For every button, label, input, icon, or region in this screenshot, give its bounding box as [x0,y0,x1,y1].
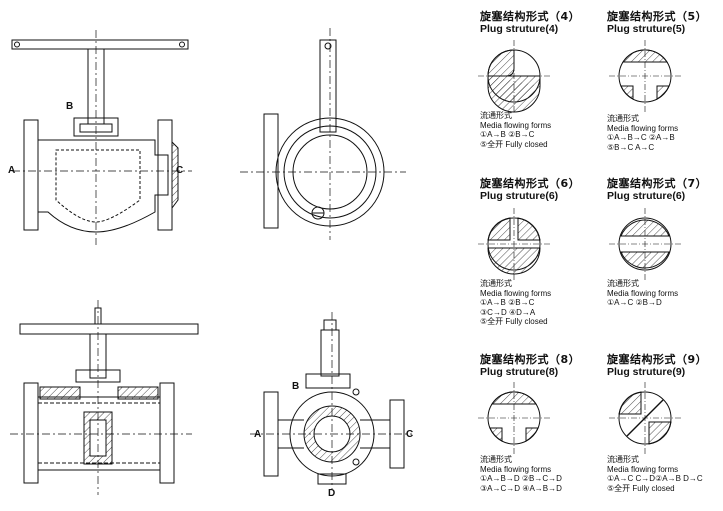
plug-panel-6-title: 旋塞结构形式（6） Plug struture(6) [480,177,600,203]
flow-title-en: Media flowing forms [480,464,552,474]
flow-title-en: Media flowing forms [607,123,679,133]
plug-panel-9-flow: 流通形式 Media flowing forms ①A→C C→D②A→B D→… [607,455,703,493]
flow-title-en: Media flowing forms [480,120,552,130]
flow-title-cn: 流通形式 [480,279,512,288]
flow-title-cn: 流通形式 [607,279,639,288]
plug-title-cn: 旋塞结构形式（4） [480,10,581,23]
plug-title-cn: 旋塞结构形式（8） [480,353,581,366]
plug-section-9 [609,382,681,454]
port-label-c-bottom: C [406,429,414,440]
section-view-bottom-middle [250,312,412,490]
plug-panel-8-flow: 流通形式 Media flowing forms ①A→B→D ②B→C→D ③… [480,455,562,493]
plug-panel-6-flow: 流通形式 Media flowing forms ①A→B ②B→C ③C→D … [480,279,551,327]
flow-line: ①A→B→D ②B→C→D [480,474,562,483]
plug-title-cn: 旋塞结构形式（7） [607,177,708,190]
plug-panel-5-title: 旋塞结构形式（5） Plug struture(5) [607,10,723,36]
flow-line: ⑤B→C A→C [607,142,655,152]
plug-section-8 [478,382,550,454]
flow-line: ⑤全开 Fully closed [480,317,548,326]
flow-line: ③A→C→D ④A→B→D [480,483,562,493]
side-view-top-middle [240,28,406,240]
plug-section-6 [478,208,550,280]
flow-line: ①A→C ②B→D [607,298,662,307]
flow-line: ⑤全开 Fully closed [607,483,675,493]
flow-title-cn: 流通形式 [480,455,512,464]
plug-panel-9-title: 旋塞结构形式（9） Plug struture(9) [607,353,723,379]
plug-title-en: Plug struture(5) [607,23,686,35]
plug-title-cn: 旋塞结构形式（9） [607,353,708,366]
plug-title-en: Plug struture(6) [480,190,559,202]
port-label-b-bottom: B [292,381,300,392]
flow-title-en: Media flowing forms [607,288,679,298]
flow-line: ①A→B ②B→C [480,130,535,139]
flow-title-en: Media flowing forms [607,464,679,474]
flow-line: ①A→B→C ②A→B [607,133,675,142]
plug-panel-4-flow: 流通形式 Media flowing forms ①A→B ②B→C ⑤全开 F… [480,111,551,149]
plug-panel-5-flow: 流通形式 Media flowing forms ①A→B→C ②A→B ⑤B→… [607,114,678,152]
port-label-c-top: C [176,165,184,176]
front-view-top-left [11,30,192,245]
plug-title-en: Plug struture(4) [480,23,559,35]
port-label-b-top: B [66,101,74,112]
plug-title-en: Plug struture(6) [607,190,686,202]
plug-panel-7-flow: 流通形式 Media flowing forms ①A→C ②B→D [607,279,678,308]
flow-line: ③C→D ④D→A [480,307,536,317]
plug-title-en: Plug struture(8) [480,366,559,378]
plug-section-4 [478,40,550,113]
plug-section-5 [609,40,681,112]
flow-line: ⑤全开 Fully closed [480,139,548,149]
flow-title-en: Media flowing forms [480,288,552,298]
plug-title-en: Plug struture(9) [607,366,686,378]
port-label-a-top: A [8,165,16,176]
flow-title-cn: 流通形式 [480,111,512,120]
plug-panel-7-title: 旋塞结构形式（7） Plug struture(6) [607,177,723,203]
plug-panel-8-title: 旋塞结构形式（8） Plug struture(8) [480,353,600,379]
plug-title-cn: 旋塞结构形式（5） [607,10,708,23]
port-label-d-bottom: D [328,488,336,499]
port-label-a-bottom: A [254,429,262,440]
plug-panel-4-title: 旋塞结构形式（4） Plug struture(4) [480,10,600,36]
flow-line: ①A→B ②B→C [480,298,535,307]
flow-line: ①A→C C→D②A→B D→C [607,474,703,483]
flow-title-cn: 流通形式 [607,114,639,123]
section-view-bottom-left [10,300,199,495]
plug-title-cn: 旋塞结构形式（6） [480,177,581,190]
flow-title-cn: 流通形式 [607,455,639,464]
plug-section-7 [609,208,681,280]
